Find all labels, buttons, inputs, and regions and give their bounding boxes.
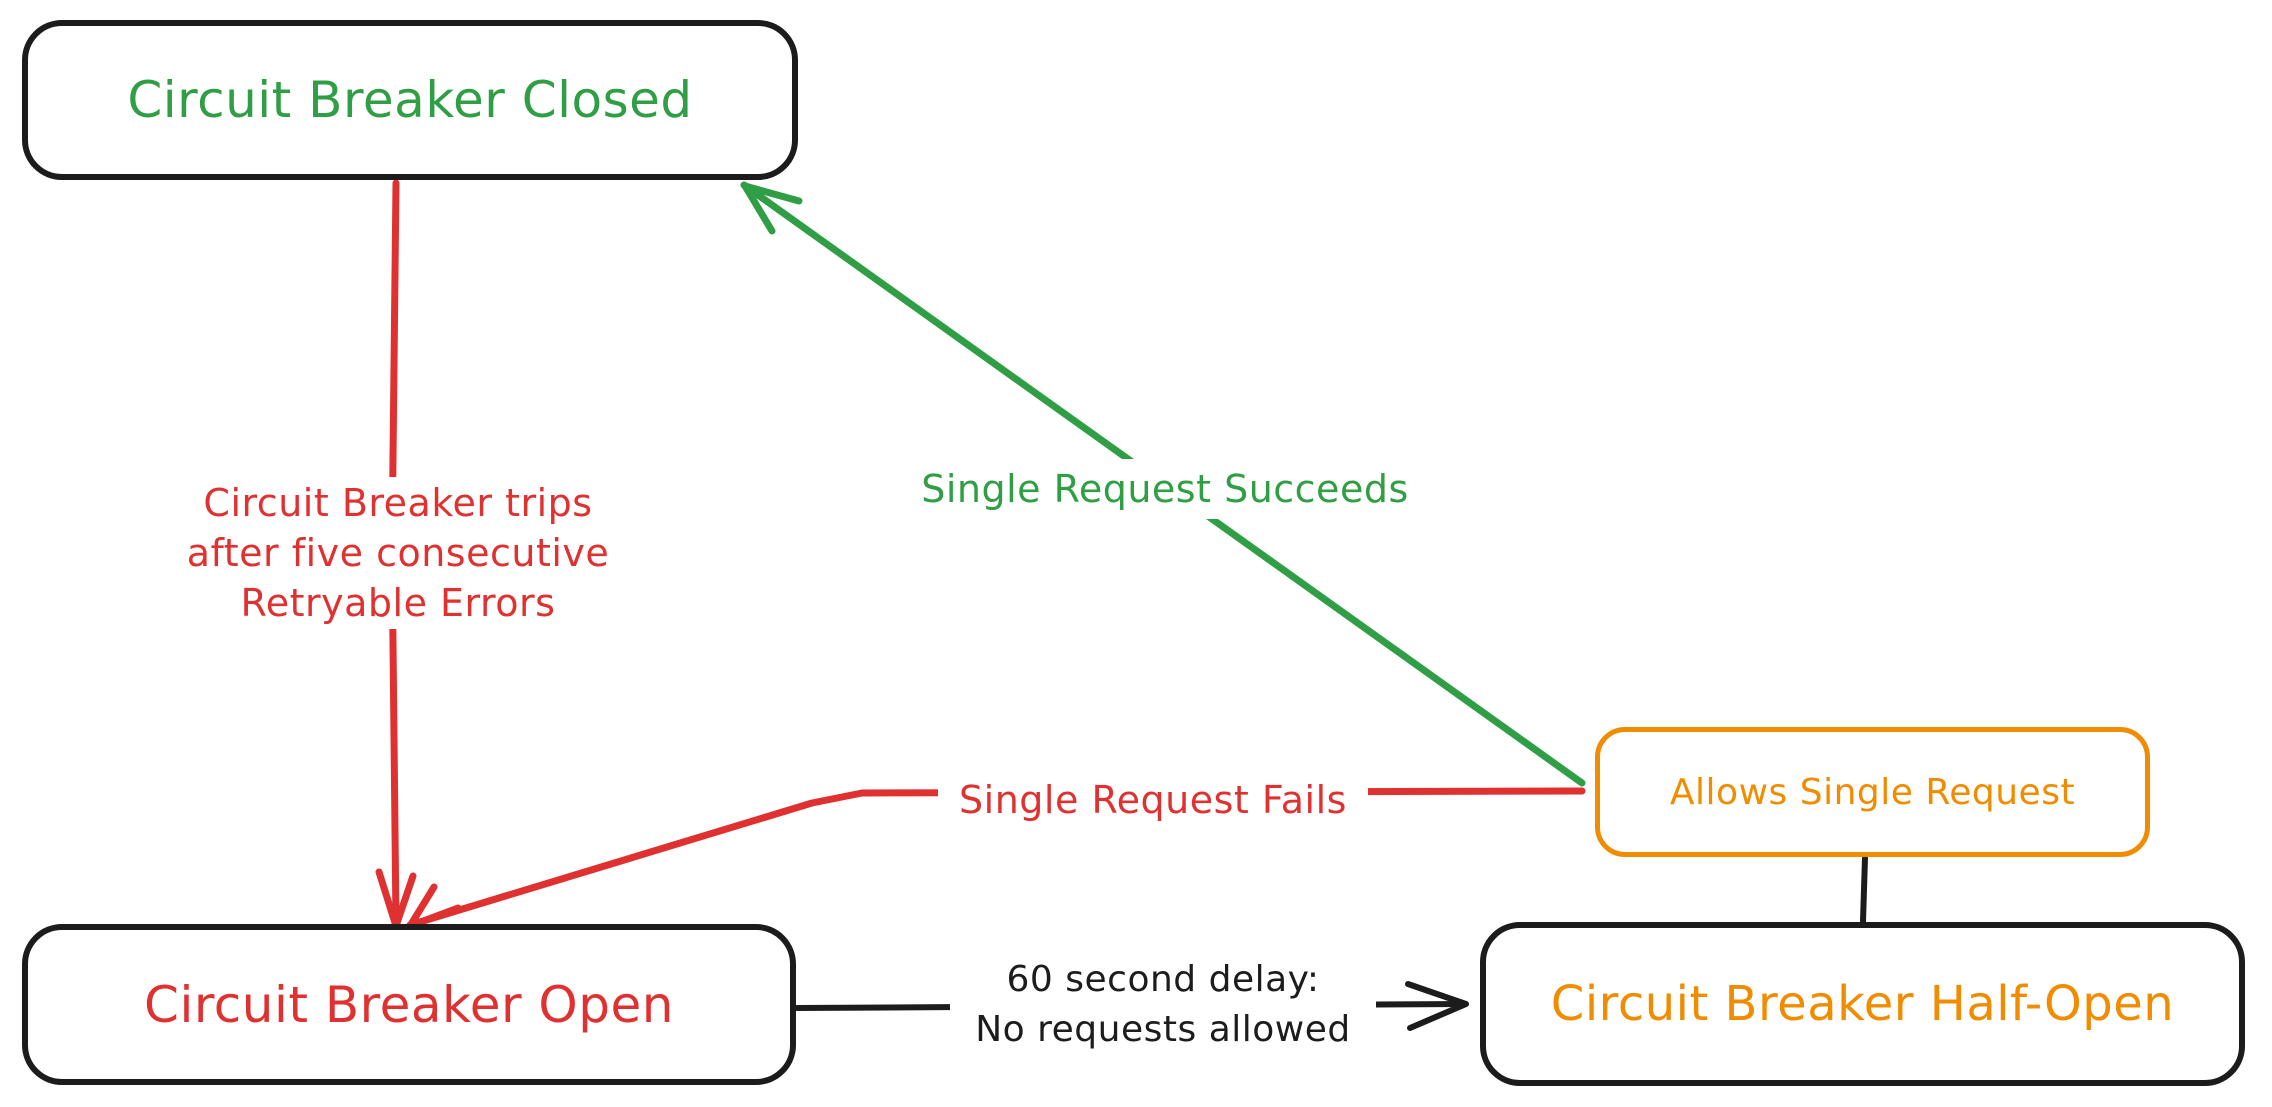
trip-edge-label: Circuit Breaker trips after five consecu… <box>158 477 638 629</box>
state-node-open-label: Circuit Breaker Open <box>144 975 674 1034</box>
delay-edge-label-line: 60 second delay: <box>1006 959 1320 1000</box>
succeed-edge-label-text: Single Request Succeeds <box>921 467 1409 511</box>
state-node-closed: Circuit Breaker Closed <box>22 20 798 180</box>
delay-edge-label-line: No requests allowed <box>975 1009 1351 1050</box>
state-node-allows-single-request-label: Allows Single Request <box>1669 771 2076 813</box>
state-node-open: Circuit Breaker Open <box>22 924 796 1085</box>
state-node-allows-single-request: Allows Single Request <box>1595 727 2150 857</box>
state-node-half-open: Circuit Breaker Half-Open <box>1480 922 2245 1086</box>
state-node-half-open-label: Circuit Breaker Half-Open <box>1550 976 2175 1032</box>
trip-edge-label-line: after five consecutive <box>186 531 610 575</box>
fail-edge-label-text: Single Request Fails <box>959 778 1347 822</box>
allows-halfopen-connector <box>1860 855 1868 924</box>
trip-edge-label-line: Circuit Breaker trips <box>203 481 593 525</box>
fail-edge-label: Single Request Fails <box>938 770 1368 830</box>
delay-edge-label: 60 second delay: No requests allowed <box>950 954 1376 1056</box>
state-node-closed-label: Circuit Breaker Closed <box>127 71 693 129</box>
succeed-edge-label: Single Request Succeeds <box>905 459 1425 519</box>
trip-edge-label-line: Retryable Errors <box>240 581 556 625</box>
